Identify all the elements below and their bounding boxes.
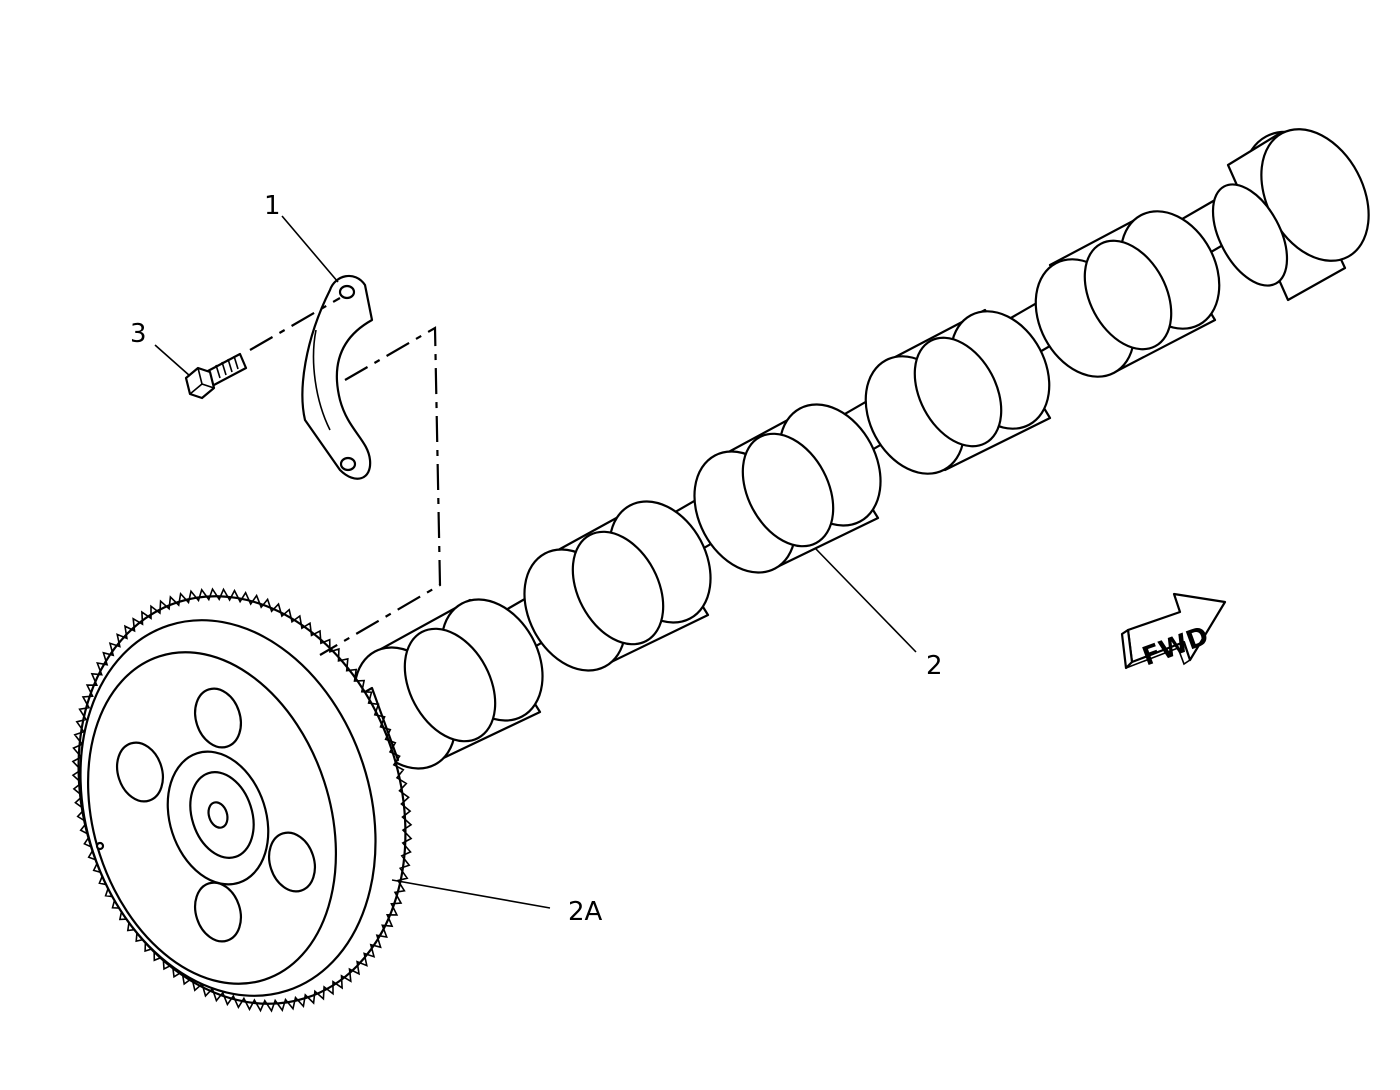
assembly-lines: [249, 297, 442, 656]
gear-hole: [116, 741, 164, 803]
camshaft-lobe-group-6: [1034, 210, 1221, 378]
camshaft-lobe-group-3: [523, 500, 712, 672]
camshaft-lobe-group-4: [693, 403, 882, 574]
callout-part-2a: 2A: [568, 897, 603, 927]
thrust-plate: [301, 274, 374, 480]
callout-part-3: 3: [130, 319, 147, 349]
camshaft: [311, 128, 1370, 789]
gear-hole: [268, 831, 316, 893]
forward-direction-arrow: FWD: [1120, 592, 1227, 673]
hex-bolt: [184, 352, 248, 400]
camshaft-gear: [71, 587, 413, 1013]
gear-hole: [194, 687, 242, 749]
camshaft-rear-journal: [1211, 128, 1370, 302]
leader-lines: [154, 215, 917, 909]
callout-part-1: 1: [264, 191, 281, 221]
camshaft-lobe-group-2: [353, 598, 544, 770]
gear-hole: [194, 881, 242, 943]
callout-part-2: 2: [926, 651, 943, 681]
camshaft-lobe-group-5: [864, 308, 1052, 475]
